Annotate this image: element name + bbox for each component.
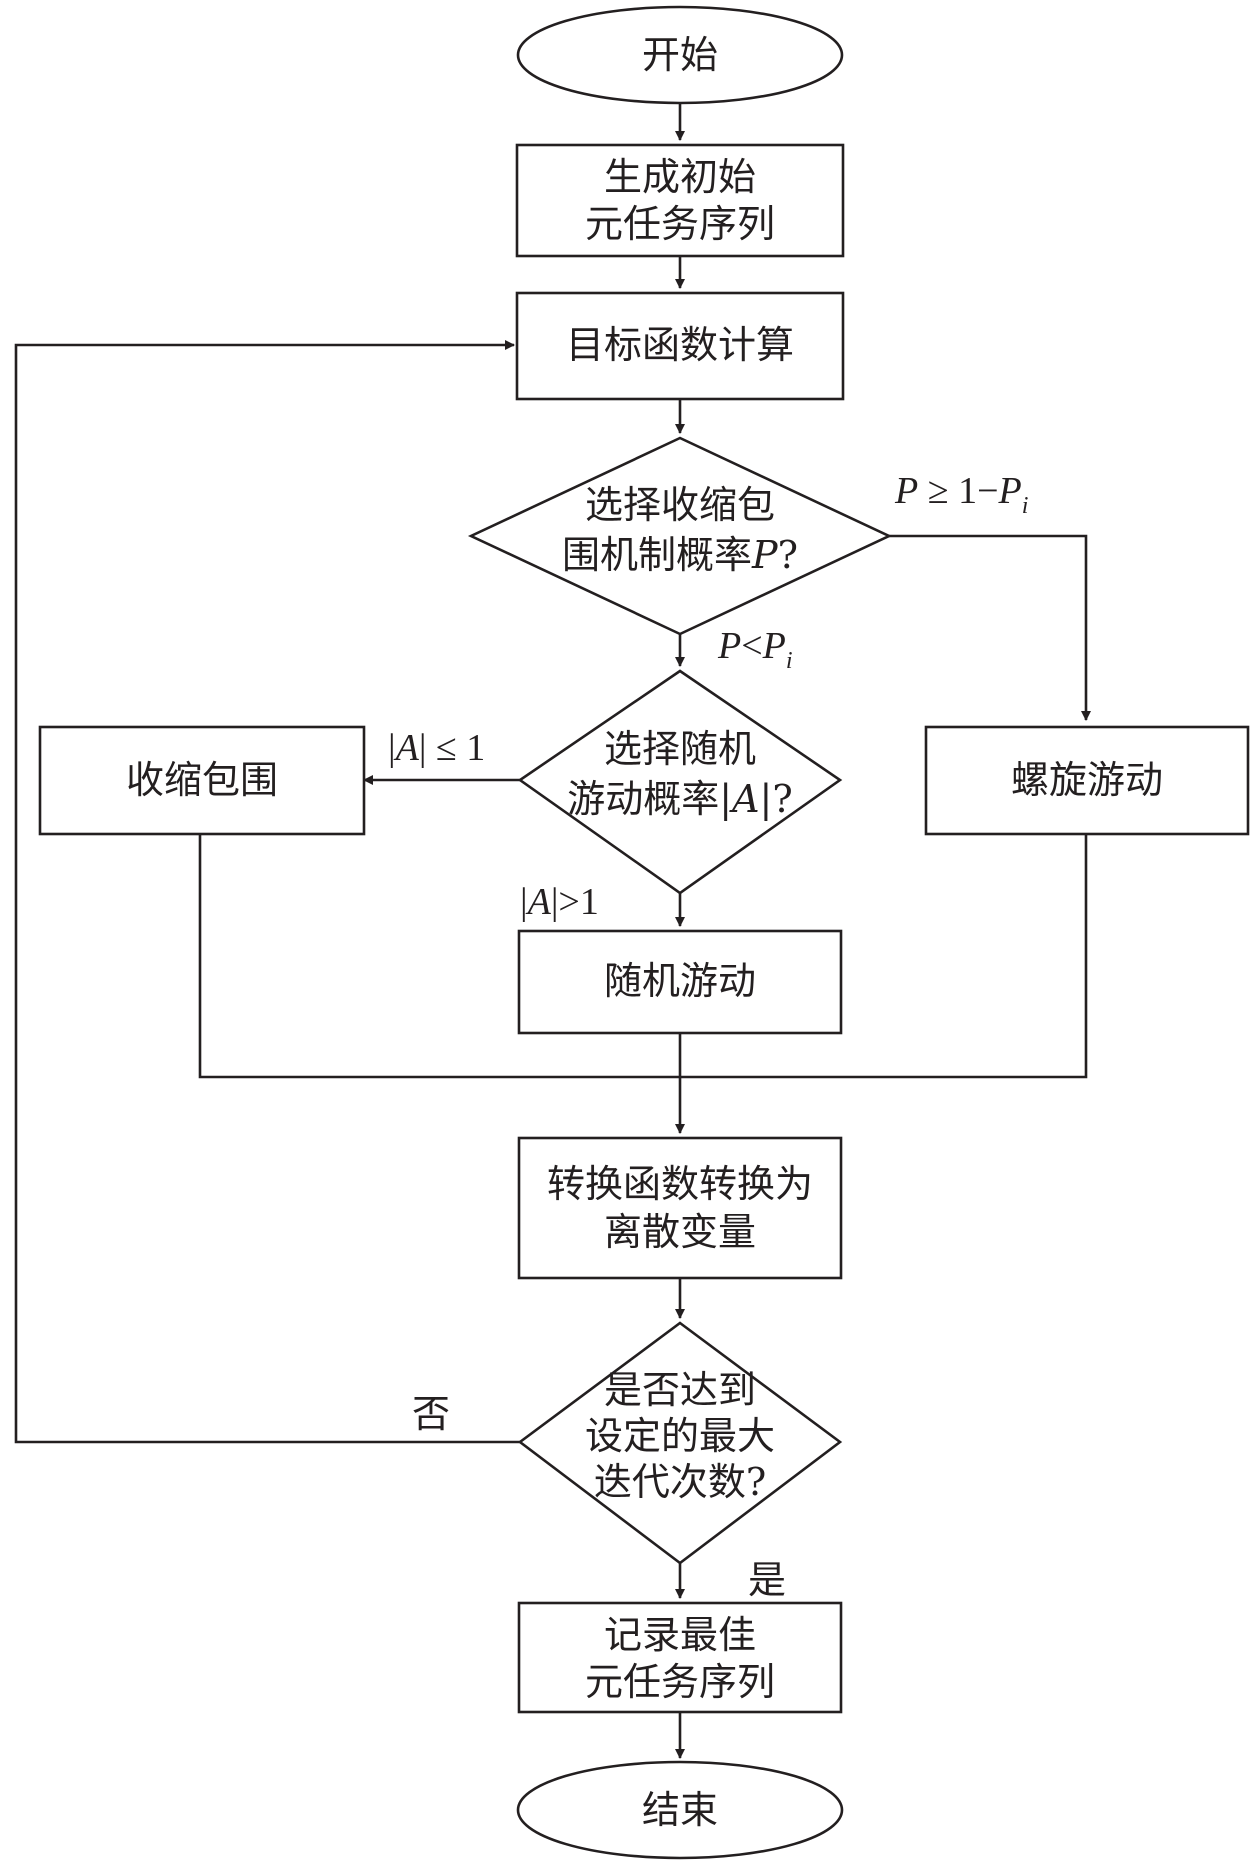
decide-a-variable: A (729, 777, 759, 821)
p-lt-relation: < (741, 625, 762, 667)
edge-label-a-gt: |A|>1 (520, 881, 599, 923)
decide-a-label-line2: 游动概率|A|? (567, 777, 792, 821)
check-label-line1: 是否达到 (604, 1368, 756, 1412)
decide-p-prefix: 围机制概率 (562, 533, 752, 577)
record-label-line2: 元任务序列 (585, 1660, 775, 1704)
edge-shrink-merge (198, 834, 1088, 1079)
a-le-var: A (393, 727, 420, 769)
random-node: 随机游动 (517, 929, 843, 1035)
a-le-open-bar: | (388, 727, 396, 769)
init-node: 生成初始 元任务序列 (515, 143, 845, 258)
edges (14, 88, 1091, 1759)
check-label-line2: 设定的最大 (585, 1414, 775, 1458)
objective-node: 目标函数计算 (515, 291, 845, 401)
shrink-label: 收缩包围 (126, 758, 278, 802)
convert-process-box (517, 1136, 843, 1280)
edge-label-no: 否 (412, 1392, 450, 1436)
end-terminal (516, 1760, 844, 1860)
init-label-line1: 生成初始 (604, 155, 756, 199)
p-lt-var: P (717, 625, 741, 667)
decide-a-suffix: |? (760, 777, 793, 821)
start-node: 开始 (516, 5, 844, 105)
record-node: 记录最佳 元任务序列 (517, 1601, 843, 1714)
check-label-line3: 迭代次数? (594, 1460, 766, 1504)
check-diamond (517, 1321, 843, 1565)
decide-p-label-line1: 选择收缩包 (585, 483, 775, 527)
convert-label-line1: 转换函数转换为 (547, 1162, 813, 1206)
check-node: 是否达到 设定的最大 迭代次数? (517, 1321, 843, 1565)
p-ge-relation: ≥ 1− (918, 470, 998, 512)
convert-node: 转换函数转换为 离散变量 (517, 1136, 843, 1280)
objective-process-box (515, 291, 845, 401)
a-le-rest: | ≤ 1 (419, 727, 485, 769)
end-label: 结束 (642, 1788, 718, 1832)
edge-decide-p-to-spiral (889, 534, 1091, 721)
decide-a-prefix: 游动概率| (567, 777, 732, 821)
convert-label-line2: 离散变量 (604, 1210, 756, 1254)
p-lt-subscript: i (786, 648, 793, 674)
record-label-line1: 记录最佳 (604, 1613, 756, 1657)
decide-p-diamond (467, 436, 893, 636)
edge-label-yes: 是 (748, 1558, 786, 1602)
decide-p-label-line2: 围机制概率P? (562, 533, 798, 577)
a-gt-rest: |>1 (551, 881, 599, 923)
init-label-line2: 元任务序列 (585, 202, 775, 246)
spiral-node: 螺旋游动 (924, 725, 1250, 836)
edge-label-p-ge: P ≥ 1−Pi (894, 470, 1028, 519)
decide-p-variable: P (751, 533, 779, 577)
shrink-process-box (38, 725, 366, 836)
spiral-label: 螺旋游动 (1011, 758, 1163, 802)
start-terminal (516, 5, 844, 105)
edge-check-no-loop (14, 340, 520, 1444)
spiral-process-box (924, 725, 1250, 836)
random-label: 随机游动 (604, 959, 756, 1003)
decide-a-node: 选择随机 游动概率|A|? (517, 669, 843, 895)
record-process-box (517, 1601, 843, 1714)
p-ge-var2: P (998, 470, 1022, 512)
end-node: 结束 (516, 1760, 844, 1860)
objective-label: 目标函数计算 (566, 323, 794, 367)
decide-a-diamond (517, 669, 843, 895)
a-gt-open-bar: | (520, 881, 528, 923)
decide-a-label-line1: 选择随机 (604, 727, 756, 771)
random-process-box (517, 929, 843, 1035)
edge-label-p-lt: P<Pi (717, 625, 793, 674)
p-lt-var2: P (762, 625, 786, 667)
decide-p-node: 选择收缩包 围机制概率P? (467, 436, 893, 636)
init-process-box (515, 143, 845, 258)
p-ge-var: P (894, 470, 918, 512)
a-gt-var: A (525, 881, 552, 923)
p-ge-subscript: i (1022, 493, 1029, 519)
start-label: 开始 (642, 33, 718, 77)
edge-label-a-le: |A| ≤ 1 (388, 727, 485, 769)
shrink-node: 收缩包围 (38, 725, 366, 836)
decide-p-suffix: ? (778, 533, 798, 577)
